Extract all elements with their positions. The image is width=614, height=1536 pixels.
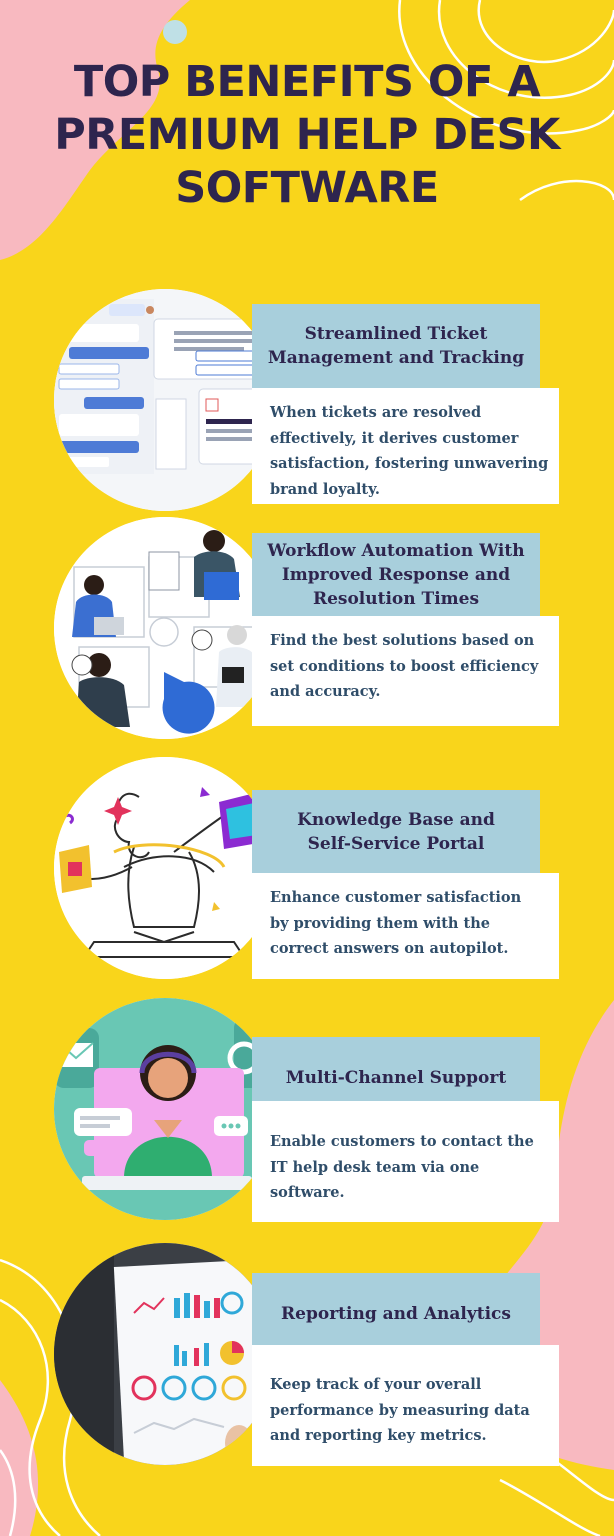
benefit-image-chat-tickets xyxy=(54,289,276,511)
benefit-image-workflow xyxy=(54,517,276,739)
blue-dot xyxy=(163,20,187,44)
chat-ticket-screenshot-icon xyxy=(54,289,276,511)
benefit-image-support-agent xyxy=(54,998,276,1220)
description-line: When tickets are resolved xyxy=(270,404,482,421)
team-workflow-illustration-icon xyxy=(54,517,276,739)
description-line: by providing them with the xyxy=(270,914,490,932)
benefit-image-knowledge-base xyxy=(54,757,276,979)
heading-line: Multi-Channel Support xyxy=(285,1068,507,1088)
heading-line: Reporting and Analytics xyxy=(281,1304,511,1324)
benefit-description: Find the best solutions based on set con… xyxy=(252,616,559,726)
benefit-description: Enhance customer satisfaction by providi… xyxy=(252,873,559,979)
description-line: Enable customers to contact the xyxy=(270,1133,534,1150)
heading-line: Knowledge Base and xyxy=(297,809,495,830)
knowledge-base-illustration-icon xyxy=(54,757,276,979)
description-line: brand loyalty. xyxy=(270,480,380,498)
heading-line: Resolution Times xyxy=(312,588,480,609)
description-line: Keep track of your overall xyxy=(270,1376,482,1393)
page-title: TOP BENEFITS OF A PREMIUM HELP DESK SOFT… xyxy=(0,56,614,215)
white-line-pattern-top-right xyxy=(398,0,614,202)
title-line: TOP BENEFITS OF A xyxy=(73,57,541,107)
pink-blob-bottom-left xyxy=(0,1380,39,1536)
heading-line: Management and Tracking xyxy=(267,348,525,368)
description-line: and reporting key metrics. xyxy=(270,1427,487,1444)
heading-line: Self-Service Portal xyxy=(307,833,485,854)
heading-line: Streamlined Ticket xyxy=(304,324,488,344)
description-line: Find the best solutions based on xyxy=(270,632,535,649)
support-agent-headset-illustration-icon xyxy=(54,998,276,1220)
description-line: correct answers on autopilot. xyxy=(270,940,509,957)
benefit-image-analytics xyxy=(54,1243,276,1465)
benefit-heading: Workflow Automation With Improved Respon… xyxy=(252,533,540,616)
pink-blob-top-left xyxy=(0,0,190,260)
benefit-description: When tickets are resolved effectively, i… xyxy=(252,388,559,504)
description-line: Enhance customer satisfaction xyxy=(270,889,522,906)
benefit-heading: Streamlined Ticket Management and Tracki… xyxy=(252,304,540,388)
title-line: SOFTWARE xyxy=(175,163,439,213)
heading-line: Workflow Automation With xyxy=(267,540,525,561)
benefit-description: Enable customers to contact the IT help … xyxy=(252,1101,559,1222)
description-line: and accuracy. xyxy=(270,683,381,700)
title-line: PREMIUM HELP DESK xyxy=(54,110,560,160)
benefit-description: Keep track of your overall performance b… xyxy=(252,1345,559,1466)
description-line: satisfaction, fostering unwavering xyxy=(270,455,549,472)
description-line: IT help desk team via one xyxy=(270,1158,480,1176)
description-line: software. xyxy=(270,1184,345,1201)
benefit-heading: Knowledge Base and Self-Service Portal xyxy=(252,790,540,873)
benefit-heading: Reporting and Analytics xyxy=(252,1273,540,1355)
description-line: set conditions to boost efficiency xyxy=(270,657,539,675)
description-line: effectively, it derives customer xyxy=(270,429,519,447)
analytics-report-photo-icon xyxy=(54,1243,276,1465)
description-line: performance by measuring data xyxy=(270,1401,530,1419)
heading-line: Improved Response and xyxy=(281,564,511,585)
